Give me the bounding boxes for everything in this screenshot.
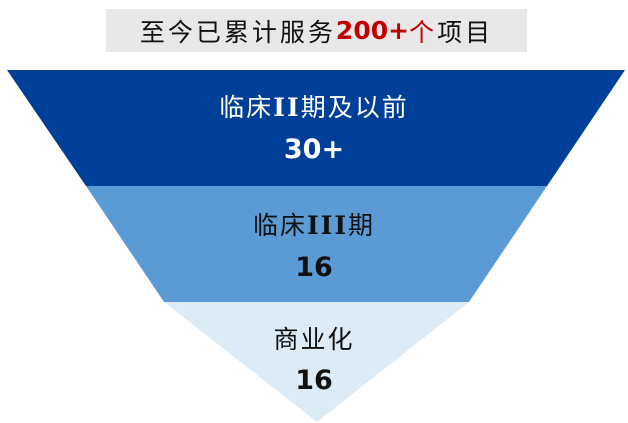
title-highlight-char: 个 [409,17,438,47]
stage-3-value: 16 [295,365,333,396]
stage-3-label: 商业化 [273,325,355,354]
stage-2-label: 临床III期 [252,211,376,240]
title-prefix: 至今已累计服务 [139,17,336,47]
funnel-band-1 [7,70,625,186]
title-highlight-number: 200+ [335,16,410,45]
funnel-band-3 [164,302,469,422]
title-suffix: 项目 [437,17,494,47]
funnel-band-2 [86,186,547,302]
stage-1-value: 30+ [283,134,345,165]
stage-1-label: 临床II期及以前 [219,93,409,122]
stage-2-value: 16 [295,252,333,283]
